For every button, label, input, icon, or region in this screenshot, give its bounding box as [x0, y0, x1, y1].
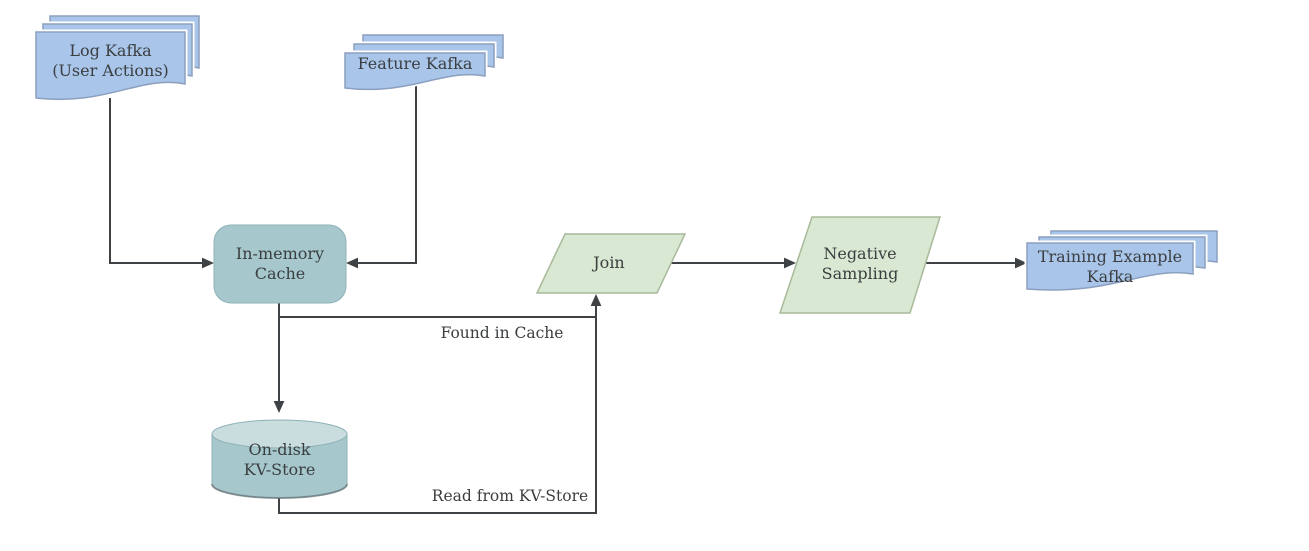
edge-feature-kafka-to-cache — [346, 86, 417, 269]
arrowhead-into-negative-sampling — [784, 257, 796, 269]
kv-store-shape — [211, 419, 348, 499]
edge-negative-sampling-to-training-kafka — [926, 257, 1027, 269]
feature-kafka-shape — [342, 34, 504, 92]
training-kafka-shape — [1024, 230, 1218, 293]
edge-log-kafka-to-cache — [109, 98, 214, 269]
edge-kv-store-to-join-read-from-kv-store — [278, 294, 602, 514]
join-shape — [535, 233, 687, 294]
log-kafka-shape — [33, 15, 200, 102]
arrowhead-into-join-bottom — [590, 294, 602, 306]
arrowhead-into-kv-store — [273, 401, 285, 413]
arrowhead-into-training-kafka — [1015, 257, 1027, 269]
arrowhead-into-cache-left — [202, 257, 214, 269]
cache-shape — [213, 224, 347, 304]
edge-join-to-negative-sampling — [671, 257, 796, 269]
negative-sampling-shape — [778, 216, 942, 314]
arrowhead-into-cache-right — [346, 257, 358, 269]
edge-cache-to-kv-store — [273, 303, 285, 413]
